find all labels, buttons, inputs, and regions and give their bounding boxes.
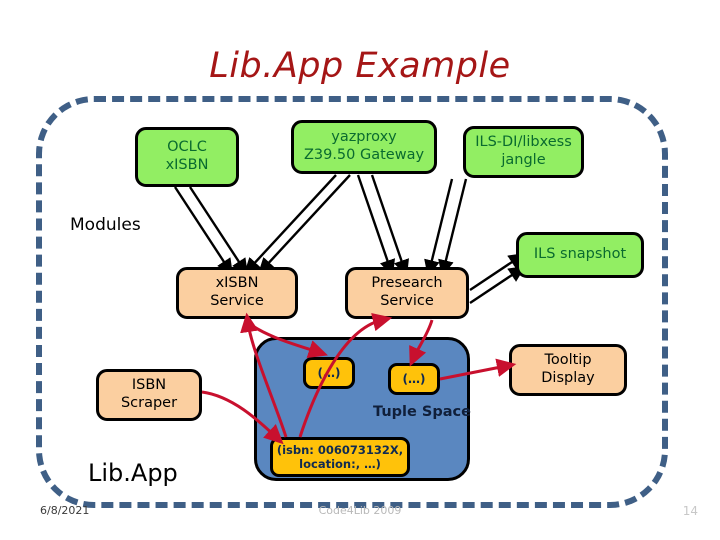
footer-date: 6/8/2021 (40, 504, 90, 517)
isbn-scraper-line-1: ISBN (131, 377, 167, 394)
page-title: Lib.App Example (209, 46, 511, 86)
tuple-a-text: (…) (317, 365, 341, 380)
libapp-label: Lib.App (88, 459, 178, 487)
tooltip-display-line-1: Tooltip (544, 352, 592, 369)
ilsdi-line-2: jangle (501, 152, 546, 168)
tuple-item-a[interactable]: (…) (303, 357, 355, 389)
service-node-ils-snapshot[interactable]: ILS snapshot (516, 232, 644, 278)
footer-page-number: 14 (682, 504, 698, 518)
service-node-oclc-xisbn[interactable]: OCLC xISBN (135, 127, 239, 187)
presearch-service-line-1: Presearch (371, 275, 443, 292)
module-node-presearch-service[interactable]: Presearch Service (345, 267, 469, 319)
oclc-line-1: OCLC (167, 139, 207, 156)
oclc-line-2: xISBN (165, 157, 209, 173)
module-node-xisbn-service[interactable]: xISBN Service (176, 267, 298, 319)
footer-conference: Code4Lib 2009 (318, 504, 402, 517)
isbn-scraper-line-2: Scraper (120, 395, 178, 411)
isbn-tuple-line-1: (isbn: 006073132X, (276, 442, 404, 457)
service-node-yazproxy[interactable]: yazproxy Z39.50 Gateway (291, 120, 437, 174)
libapp-boundary (36, 96, 668, 508)
tuple-item-isbn[interactable]: (isbn: 006073132X, location:, …) (270, 437, 410, 477)
tuple-space-label: Tuple Space (373, 404, 471, 420)
presearch-service-line-2: Service (380, 293, 434, 309)
service-node-ils-di-jangle[interactable]: ILS-DI/libxess jangle (463, 126, 584, 178)
ilsdi-line-1: ILS-DI/libxess (475, 134, 572, 151)
yazproxy-line-2: Z39.50 Gateway (303, 147, 425, 163)
modules-label: Modules (70, 215, 141, 235)
ils-snapshot-line-1: ILS snapshot (533, 246, 627, 263)
tuple-item-b[interactable]: (…) (388, 363, 440, 395)
tooltip-display-line-2: Display (541, 370, 595, 386)
tuple-b-text: (…) (402, 371, 426, 386)
module-node-tooltip-display[interactable]: Tooltip Display (509, 344, 627, 396)
xisbn-service-line-1: xISBN (215, 275, 259, 292)
module-node-isbn-scraper[interactable]: ISBN Scraper (96, 369, 202, 421)
isbn-tuple-line-2: location:, …) (299, 457, 381, 471)
yazproxy-line-1: yazproxy (331, 129, 397, 146)
xisbn-service-line-2: Service (210, 293, 264, 309)
